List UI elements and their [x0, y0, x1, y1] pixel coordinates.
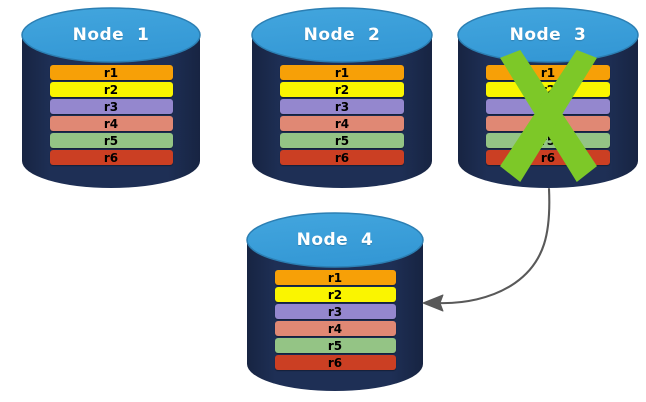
row-bar-r3[interactable]: r3 [274, 304, 396, 319]
row-list: r1 r2 r3 r4 r5 r6 [458, 65, 638, 167]
row-label: r2 [540, 82, 556, 97]
row-label: r2 [103, 82, 119, 97]
row-label: r3 [540, 99, 556, 114]
row-bar-r2[interactable]: r2 [274, 287, 396, 302]
row-label: r1 [540, 65, 556, 80]
row-list: r1 r2 r3 r4 r5 r6 [22, 65, 200, 167]
row-label: r4 [327, 321, 343, 336]
row-bar-r1[interactable]: r1 [486, 65, 610, 80]
row-label: r6 [334, 150, 350, 165]
row-label: r4 [103, 116, 119, 131]
row-label: r1 [334, 65, 350, 80]
row-bar-r5[interactable]: r5 [274, 338, 396, 353]
row-label: r6 [103, 150, 119, 165]
row-bar-r1[interactable]: r1 [280, 65, 404, 80]
row-bar-r5[interactable]: r5 [486, 133, 610, 148]
row-bar-r3[interactable]: r3 [486, 99, 610, 114]
row-bar-r6[interactable]: r6 [486, 150, 610, 165]
row-label: r2 [334, 82, 350, 97]
row-label: r5 [540, 133, 556, 148]
row-bar-r3[interactable]: r3 [280, 99, 404, 114]
row-bar-r4[interactable]: r4 [274, 321, 396, 336]
row-label: r3 [103, 99, 119, 114]
row-label: r5 [327, 338, 343, 353]
row-bar-r2[interactable]: r2 [49, 82, 173, 97]
row-label: r1 [327, 270, 343, 285]
row-list: r1 r2 r3 r4 r5 r6 [252, 65, 432, 167]
row-bar-r1[interactable]: r1 [274, 270, 396, 285]
row-bar-r1[interactable]: r1 [49, 65, 173, 80]
row-bar-r2[interactable]: r2 [280, 82, 404, 97]
row-bar-r6[interactable]: r6 [49, 150, 173, 165]
row-label: r5 [103, 133, 119, 148]
row-label: r6 [327, 355, 343, 370]
row-list: r1 r2 r3 r4 r5 r6 [247, 270, 423, 372]
row-bar-r4[interactable]: r4 [486, 116, 610, 131]
row-bar-r6[interactable]: r6 [280, 150, 404, 165]
row-label: r4 [540, 116, 556, 131]
row-bar-r4[interactable]: r4 [280, 116, 404, 131]
row-label: r3 [327, 304, 343, 319]
row-bar-r3[interactable]: r3 [49, 99, 173, 114]
row-bar-r2[interactable]: r2 [486, 82, 610, 97]
row-label: r5 [334, 133, 350, 148]
row-label: r1 [103, 65, 119, 80]
row-label: r6 [540, 150, 556, 165]
row-bar-r6[interactable]: r6 [274, 355, 396, 370]
row-label: r3 [334, 99, 350, 114]
row-bar-r5[interactable]: r5 [49, 133, 173, 148]
row-bar-r5[interactable]: r5 [280, 133, 404, 148]
replication-arrow [422, 187, 551, 312]
row-label: r2 [327, 287, 343, 302]
row-bar-r4[interactable]: r4 [49, 116, 173, 131]
row-label: r4 [334, 116, 350, 131]
